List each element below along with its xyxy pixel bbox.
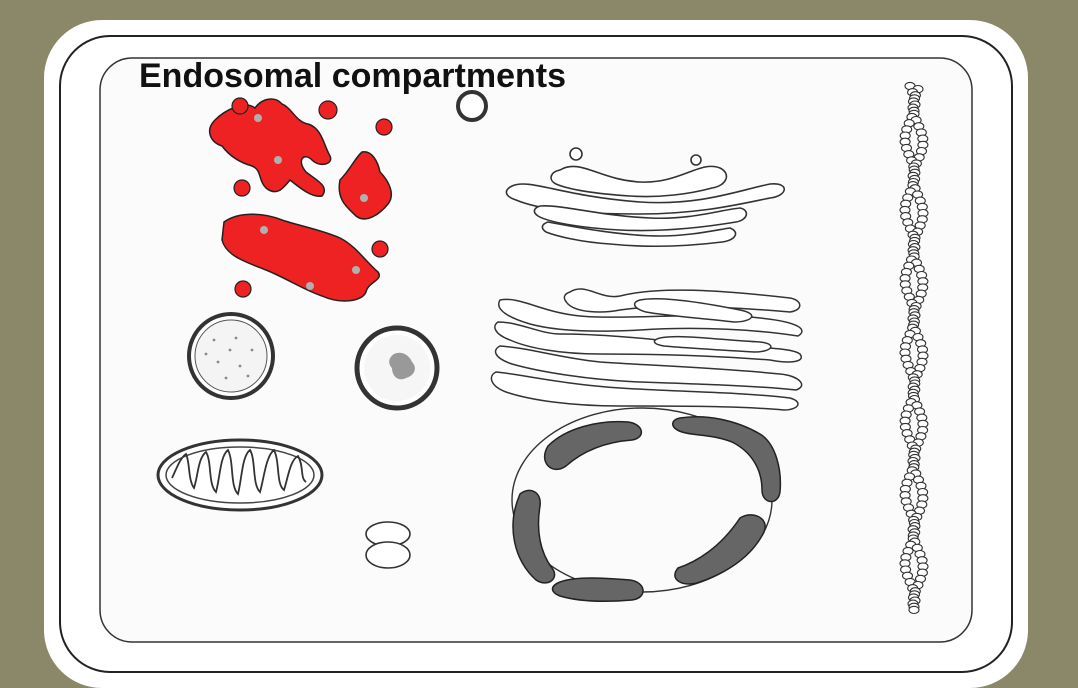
peroxisome — [189, 314, 273, 398]
diagram-title: Endosomal compartments — [139, 57, 566, 96]
filament-bead — [909, 606, 919, 613]
mitochondrion — [158, 440, 322, 510]
small-vesicle — [458, 92, 486, 120]
budding-vesicles — [366, 522, 410, 568]
lysosome — [357, 328, 437, 408]
